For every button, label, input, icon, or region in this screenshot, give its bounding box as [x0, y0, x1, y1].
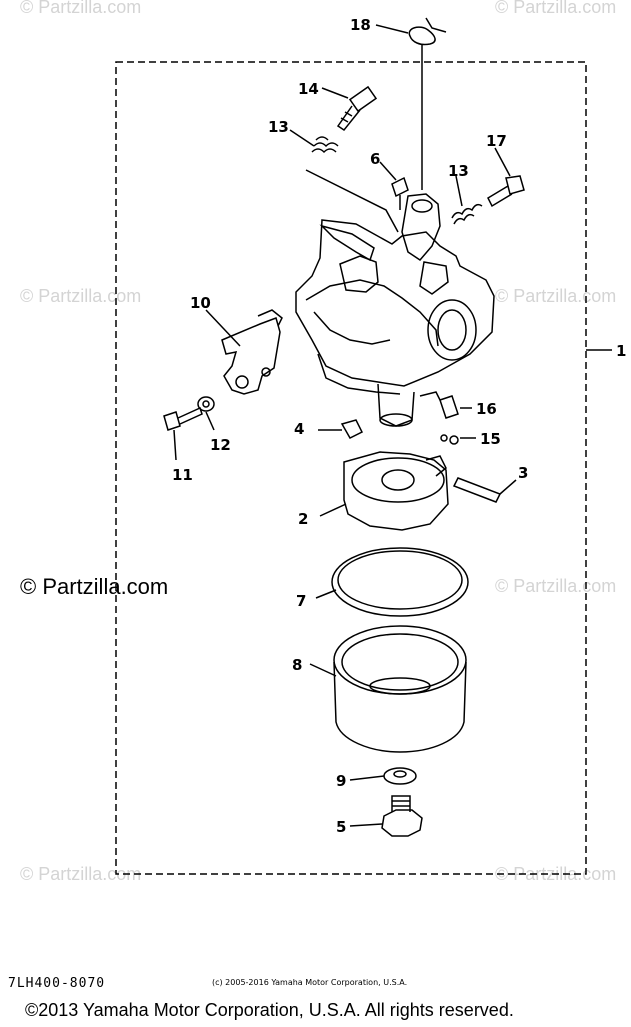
- part-13-spring-a: [289, 129, 399, 233]
- label-part-8: 8: [292, 656, 303, 674]
- label-part-9: 9: [336, 772, 347, 790]
- label-part-4: 4: [294, 420, 305, 438]
- part-13-spring-b: [451, 175, 483, 225]
- carburetor-body: [295, 193, 495, 427]
- part-11-screw: [163, 406, 203, 461]
- part-6-screw: [379, 161, 409, 210]
- part-7-gasket: [315, 547, 469, 617]
- label-part-12: 12: [210, 436, 231, 454]
- watermark-main: © Partzilla.com: [20, 574, 169, 599]
- part-4-screw: [318, 419, 364, 439]
- part-14-screw: [321, 85, 378, 132]
- label-part-5: 5: [336, 818, 347, 836]
- watermark-bottom-left: © Partzilla.com: [20, 864, 142, 884]
- label-part-13: 13: [448, 162, 469, 180]
- watermark-top-left: © Partzilla.com: [20, 0, 142, 17]
- label-part-17: 17: [486, 132, 507, 150]
- part-12-washer: [197, 396, 215, 431]
- part-3-pin: [452, 477, 517, 503]
- label-part-15: 15: [480, 430, 501, 448]
- small-copyright: (c) 2005-2016 Yamaha Motor Corporation, …: [212, 978, 408, 987]
- part-18-clip: [375, 17, 447, 190]
- label-part-2: 2: [298, 510, 309, 528]
- part-17-screw: [487, 147, 525, 208]
- label-part-16: 16: [476, 400, 497, 418]
- watermark-lower-right: © Partzilla.com: [495, 576, 617, 596]
- diagram-code: 7LH400-8070: [8, 976, 106, 991]
- footer-copyright: ©2013 Yamaha Motor Corporation, U.S.A. A…: [25, 1000, 514, 1020]
- part-10-bracket: [205, 309, 283, 395]
- part-8-float-bowl: [309, 625, 467, 753]
- part-9-washer: [349, 767, 417, 785]
- label-part-3: 3: [518, 464, 529, 482]
- label-part-1: 1: [616, 342, 627, 360]
- label-part-11: 11: [172, 466, 193, 484]
- label-part-14: 14: [298, 80, 319, 98]
- label-part-18: 18: [350, 16, 371, 34]
- part-2-float: [319, 451, 449, 531]
- part-5-drain-screw: [349, 795, 423, 837]
- label-part-10: 10: [190, 294, 211, 312]
- part-16-needle: [419, 391, 472, 419]
- watermark-top-right: © Partzilla.com: [495, 0, 617, 17]
- label-part-6: 6: [370, 150, 381, 168]
- label-part-7: 7: [296, 592, 307, 610]
- label-part-13: 13: [268, 118, 289, 136]
- part-15-clip: [440, 434, 476, 445]
- assembly-boundary: [115, 61, 587, 875]
- watermark-mid-left: © Partzilla.com: [20, 286, 142, 306]
